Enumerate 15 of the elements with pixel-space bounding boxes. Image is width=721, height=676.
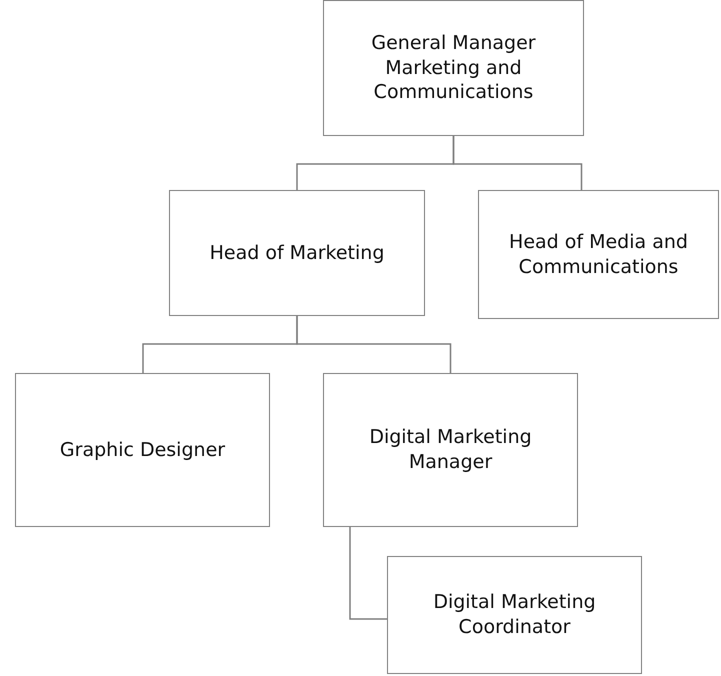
connector-line (349, 527, 387, 620)
role-box (387, 556, 642, 674)
role-title: Digital Marketing Manager (368, 425, 533, 475)
role-box (15, 373, 270, 527)
role-title: General Manager Marketing and Communications (370, 30, 537, 106)
role-title: Digital Marketing Coordinator (432, 590, 597, 640)
connector-line (296, 316, 452, 373)
role-box (478, 190, 719, 319)
role-box (169, 190, 425, 316)
role-box (323, 0, 584, 136)
connector-line (452, 136, 582, 190)
role-title: Head of Media and Communications (508, 230, 689, 280)
role-box (323, 373, 578, 527)
role-title: Graphic Designer (60, 438, 226, 462)
role-title: Head of Marketing (210, 240, 384, 266)
